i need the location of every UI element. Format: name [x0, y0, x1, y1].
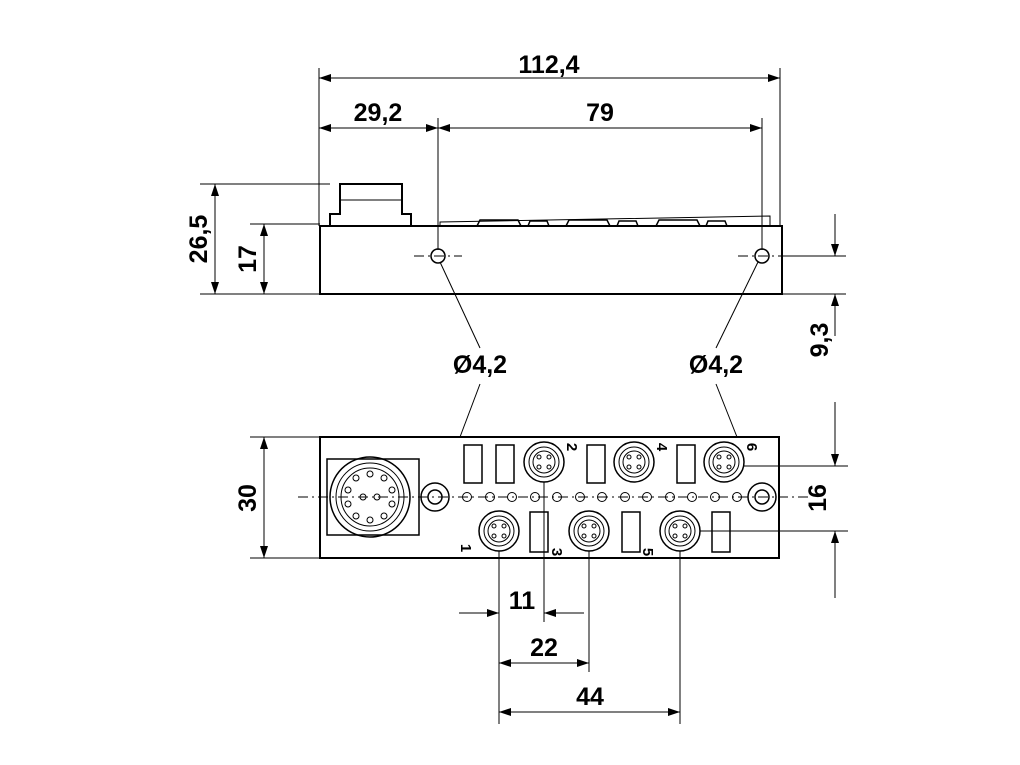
port-label-6: 6 — [743, 443, 760, 451]
port-label-2: 2 — [563, 443, 580, 451]
side-view-bump — [476, 219, 522, 227]
led-window — [463, 444, 483, 484]
dim-body-width: 30 — [234, 484, 262, 512]
dim-hole-height: 9,3 — [806, 323, 834, 358]
side-view-bump — [705, 220, 728, 227]
led-window — [495, 444, 515, 484]
main-connector — [329, 456, 411, 538]
side-view-bump — [616, 220, 639, 227]
side-view-connector — [329, 183, 412, 227]
dim-body-height: 17 — [234, 245, 262, 273]
dim-connector-offset: 29,2 — [354, 99, 403, 127]
side-view — [319, 183, 786, 295]
side-view-body — [319, 225, 783, 295]
port-label-4: 4 — [653, 443, 670, 452]
top-view: 2 4 6 1 3 5 — [298, 436, 810, 559]
m8-port-6 — [703, 441, 745, 483]
port-label-3: 3 — [548, 548, 565, 556]
dim-pitch-44: 44 — [576, 683, 604, 711]
m8-port-3 — [568, 510, 610, 552]
dim-overall-length: 112,4 — [518, 51, 579, 79]
dim-port-row-spacing: 16 — [804, 484, 832, 512]
dim-pitch-22: 22 — [530, 634, 558, 662]
led-window — [586, 444, 606, 484]
led-window — [676, 444, 696, 484]
side-view-bump — [655, 219, 701, 227]
dim-hole-diameter-right: Ø4,2 — [689, 351, 743, 379]
dim-overall-height: 26,5 — [185, 215, 213, 264]
m8-port-4 — [613, 441, 655, 483]
dim-hole-spacing: 79 — [586, 99, 614, 127]
led-window — [711, 511, 731, 553]
side-view-bump — [527, 220, 550, 227]
dim-pitch-11: 11 — [509, 587, 536, 615]
side-view-bump — [565, 219, 611, 227]
port-label-1: 1 — [457, 544, 474, 552]
led-window — [621, 511, 641, 553]
port-label-5: 5 — [639, 548, 656, 556]
dim-hole-diameter-left: Ø4,2 — [453, 351, 507, 379]
led-window — [529, 511, 549, 553]
